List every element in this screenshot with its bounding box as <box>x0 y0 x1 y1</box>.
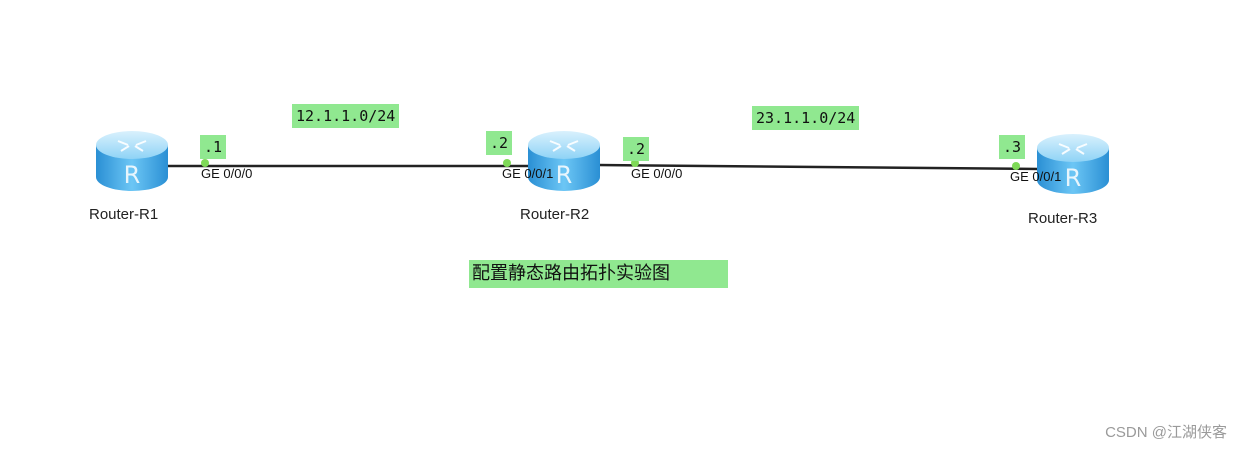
svg-text:R: R <box>556 161 573 189</box>
interface-label-r2-right: GE 0/0/0 <box>631 166 683 181</box>
port-dot-r3-ge001[interactable] <box>1012 162 1020 170</box>
port-dot-r2-ge000[interactable] <box>631 159 639 167</box>
network-label-12: 12.1.1.0/24 <box>292 104 400 128</box>
interface-label-r2-left: GE 0/0/1 <box>502 166 554 181</box>
port-dot-r2-ge001[interactable] <box>503 159 511 167</box>
address-tag-r2-right: .2 <box>623 137 650 161</box>
router-name-r3: Router-R3 <box>1028 210 1098 227</box>
network-label-23: 23.1.1.0/24 <box>752 106 860 130</box>
svg-text:R: R <box>124 161 141 189</box>
interface-label-r1: GE 0/0/0 <box>201 166 253 181</box>
router-r1-icon[interactable]: R <box>93 127 171 193</box>
router-name-r2: Router-R2 <box>520 206 590 223</box>
link-r2-r3 <box>597 163 1041 171</box>
address-tag-r3: .3 <box>999 135 1026 159</box>
router-r2-icon[interactable]: R <box>525 127 603 193</box>
address-tag-r2-left: .2 <box>486 131 513 155</box>
diagram-caption: 配置静态路由拓扑实验图 <box>469 260 728 288</box>
port-dot-r1-ge000[interactable] <box>201 159 209 167</box>
svg-text:R: R <box>1065 164 1082 192</box>
address-tag-r1: .1 <box>200 135 227 159</box>
watermark: CSDN @江湖侠客 <box>1105 424 1227 441</box>
router-name-r1: Router-R1 <box>89 206 159 223</box>
router-r3-icon[interactable]: R <box>1034 130 1112 196</box>
interface-label-r3: GE 0/0/1 <box>1010 169 1062 184</box>
